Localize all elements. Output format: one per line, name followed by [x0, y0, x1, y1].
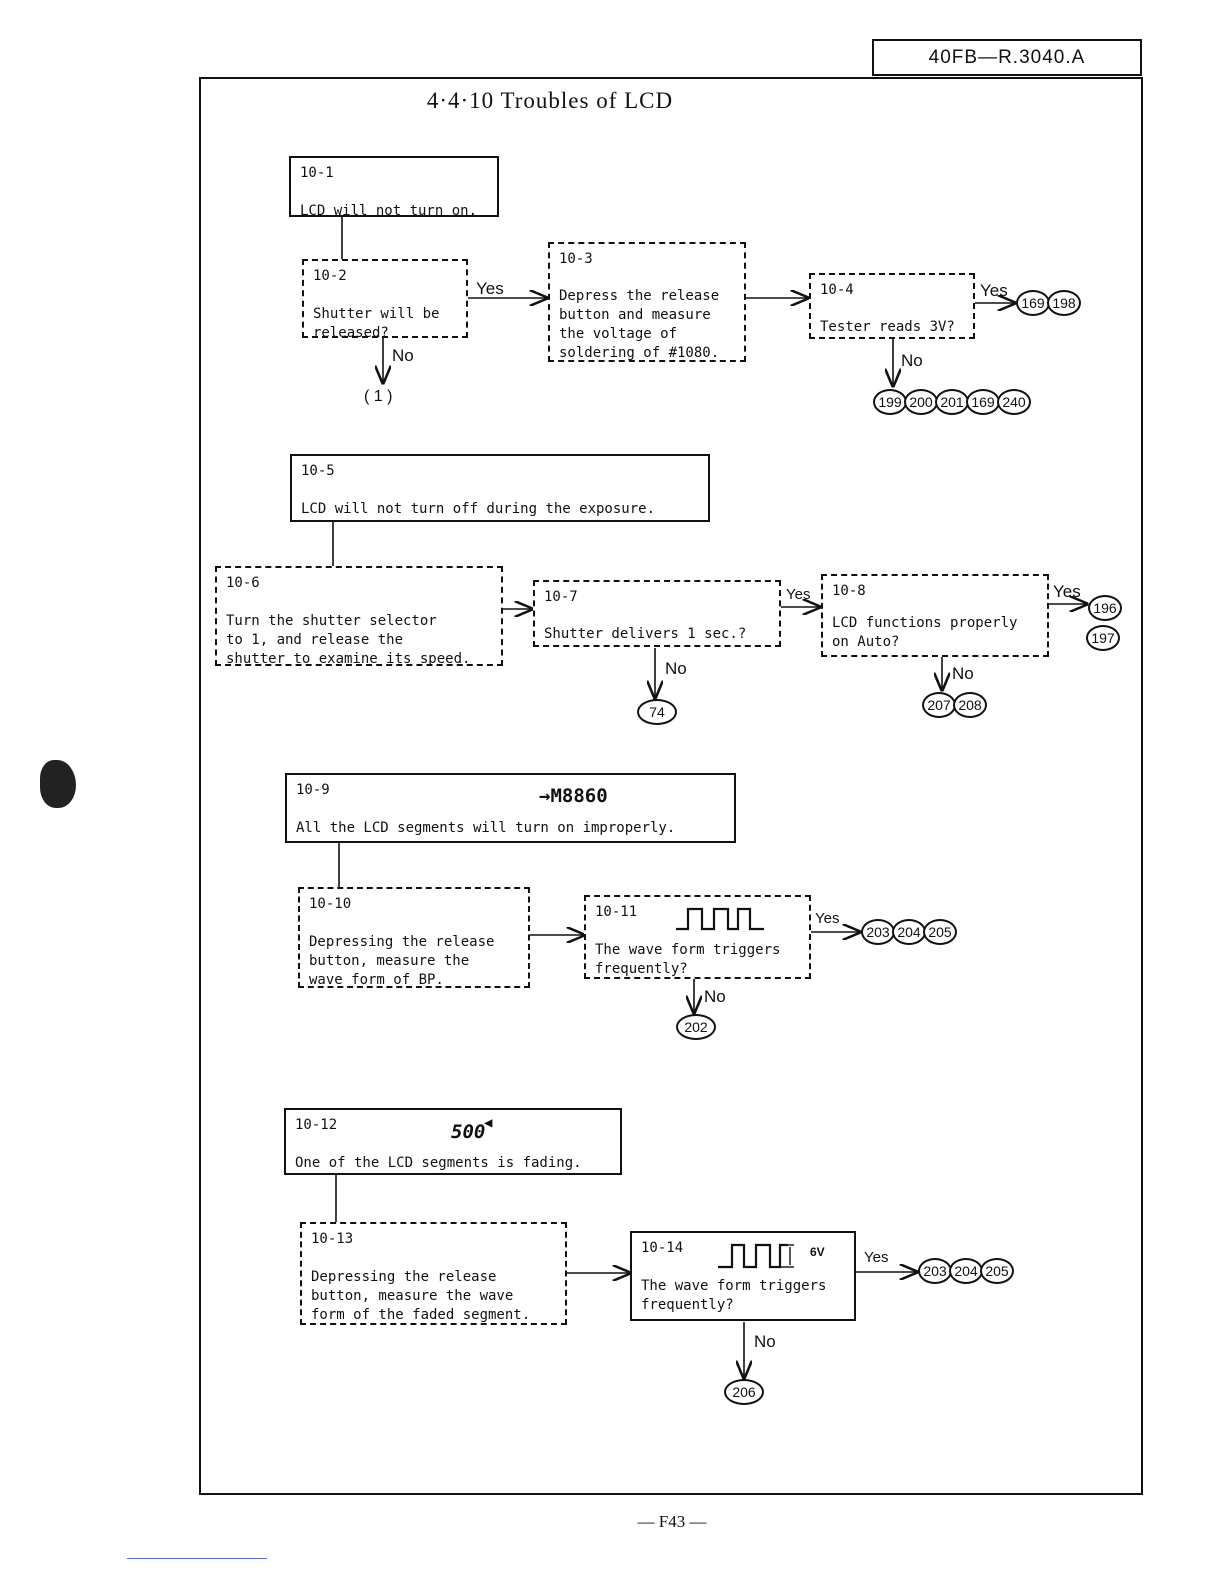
box-id: 10-8: [832, 583, 866, 599]
voltage-label: 6V: [810, 1245, 825, 1259]
box-text: All the LCD segments will turn on improp…: [296, 820, 676, 836]
no-label: No: [754, 1332, 776, 1351]
document-number: 40FB—R.3040.A: [872, 39, 1142, 76]
box-id: 10-6: [226, 575, 260, 591]
ref-circle: 205: [923, 919, 957, 945]
box-text: Depress the release button and measure t…: [559, 288, 720, 361]
arrow-pointer-icon: ◀: [484, 1115, 493, 1131]
box-10-12: 10-12 One of the LCD segments is fading.…: [284, 1108, 622, 1175]
ref-circle: 198: [1047, 290, 1081, 316]
ref-circle: 74: [637, 699, 677, 725]
ref-circle: 197: [1086, 625, 1120, 651]
box-text: The wave form triggers frequently?: [641, 1278, 827, 1313]
ref-circle: 207: [922, 692, 956, 718]
box-10-3: 10-3 Depress the release button and meas…: [548, 242, 746, 362]
box-text: LCD functions properly on Auto?: [832, 615, 1018, 650]
yes-label: Yes: [864, 1249, 889, 1266]
ref-circle: 206: [724, 1379, 764, 1405]
no-label: No: [392, 346, 414, 365]
ref-circle: 201: [935, 389, 969, 415]
box-id: 10-2: [313, 268, 347, 284]
box-10-11: 10-11 The wave form triggers frequently?: [584, 895, 811, 979]
box-10-13: 10-13 Depressing the release button, mea…: [300, 1222, 567, 1325]
lcd-readout: →M8860: [539, 785, 608, 807]
box-10-5: 10-5 LCD will not turn off during the ex…: [290, 454, 710, 522]
box-10-2: 10-2 Shutter will be released?: [302, 259, 468, 341]
box-10-8: 10-8 LCD functions properly on Auto?: [821, 574, 1049, 657]
box-10-4: 10-4 Tester reads 3V?: [809, 273, 975, 339]
box-id: 10-12: [295, 1117, 338, 1133]
box-text: Shutter delivers 1 sec.?: [544, 626, 747, 642]
box-10-1: 10-1 LCD will not turn on.: [289, 156, 499, 219]
box-id: 10-13: [311, 1231, 354, 1247]
ref-circle: 203: [861, 919, 895, 945]
yes-label: Yes: [476, 279, 504, 298]
box-id: 10-5: [301, 463, 335, 479]
square-wave-icon: [676, 907, 764, 931]
box-10-6: 10-6 Turn the shutter selector to 1, and…: [215, 566, 503, 667]
ref-circle: 169: [966, 389, 1000, 415]
box-id: 10-10: [309, 896, 352, 912]
box-text: One of the LCD segments is fading.: [295, 1155, 582, 1171]
ref-circle: 169: [1016, 290, 1050, 316]
yes-label: Yes: [1053, 582, 1081, 601]
ref-circle: 240: [997, 389, 1031, 415]
box-10-14: 10-14 The wave form triggers frequently?…: [630, 1231, 856, 1321]
page-number: — F43 —: [637, 1512, 707, 1531]
lcd-readout: 500: [451, 1121, 486, 1143]
no-label: No: [901, 351, 923, 370]
box-id: 10-11: [595, 904, 638, 920]
box-text: Turn the shutter selector to 1, and rele…: [226, 613, 471, 667]
yes-label: Yes: [786, 586, 811, 603]
no-label: No: [952, 664, 974, 683]
binding-hole-mark: [40, 760, 76, 808]
box-id: 10-3: [559, 251, 593, 267]
page-frame: [199, 77, 1143, 1495]
ref-circle: 202: [676, 1014, 716, 1040]
yes-label: Yes: [815, 910, 840, 927]
box-text: Depressing the release button, measure t…: [309, 934, 495, 988]
box-text: Tester reads 3V?: [820, 319, 955, 335]
box-text: LCD will not turn on.: [300, 203, 478, 219]
footer-rule: [127, 1558, 267, 1559]
ref-circle: 204: [949, 1258, 983, 1284]
box-text: Shutter will be released?: [313, 306, 440, 341]
box-id: 10-7: [544, 589, 578, 605]
box-text: The wave form triggers frequently?: [595, 942, 781, 977]
box-id: 10-14: [641, 1240, 684, 1256]
yes-label: Yes: [980, 281, 1008, 300]
box-id: 10-9: [296, 782, 330, 798]
ref-circle: 199: [873, 389, 907, 415]
box-10-10: 10-10 Depressing the release button, mea…: [298, 887, 530, 988]
section-title: 4·4·10 Troubles of LCD: [426, 88, 674, 113]
box-text: LCD will not turn off during the exposur…: [301, 501, 656, 517]
no-label: No: [704, 987, 726, 1006]
ref-circle: 205: [980, 1258, 1014, 1284]
box-id: 10-1: [300, 165, 334, 181]
ref-circle: 200: [904, 389, 938, 415]
ref-circle: 203: [918, 1258, 952, 1284]
square-wave-icon: [718, 1243, 794, 1269]
no-label: No: [665, 659, 687, 678]
ref-circle: 196: [1088, 595, 1122, 621]
box-10-7: 10-7 Shutter delivers 1 sec.?: [533, 580, 781, 647]
box-text: Depressing the release button, measure t…: [311, 1269, 531, 1323]
box-10-9: 10-9 All the LCD segments will turn on i…: [285, 773, 736, 843]
ref-circle: 204: [892, 919, 926, 945]
ref-1: ( 1 ): [364, 388, 393, 405]
box-id: 10-4: [820, 282, 854, 298]
ref-circle: 208: [953, 692, 987, 718]
